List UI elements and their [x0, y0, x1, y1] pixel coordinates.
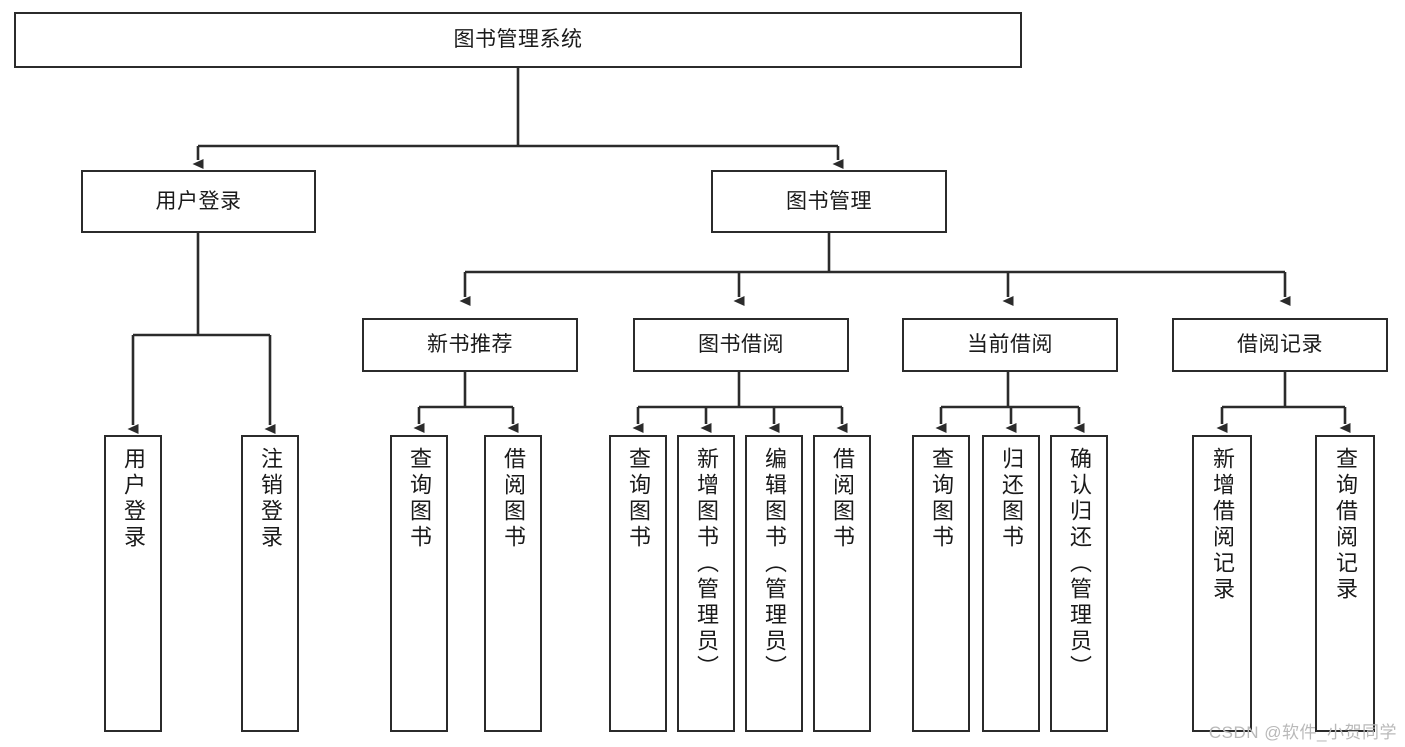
- node-leaf-borrow-book-1-label: 借阅图书: [501, 447, 526, 551]
- node-leaf-query-book-1[interactable]: 查询图书: [390, 435, 448, 732]
- node-new-book-rec[interactable]: 新书推荐: [362, 318, 578, 372]
- node-leaf-add-book[interactable]: 新增图书（管理员）: [677, 435, 735, 732]
- node-leaf-user-login-label: 用户登录: [121, 447, 146, 551]
- node-leaf-user-login[interactable]: 用户登录: [104, 435, 162, 732]
- node-leaf-borrow-book-2[interactable]: 借阅图书: [813, 435, 871, 732]
- node-new-book-rec-label: 新书推荐: [427, 333, 513, 357]
- node-borrow-record-label: 借阅记录: [1237, 333, 1323, 357]
- node-user-login-label: 用户登录: [155, 189, 242, 213]
- node-leaf-add-record-label: 新增借阅记录: [1210, 447, 1235, 603]
- node-leaf-borrow-book-2-label: 借阅图书: [830, 447, 855, 551]
- node-leaf-add-record[interactable]: 新增借阅记录: [1192, 435, 1252, 732]
- node-leaf-confirm-return-label: 确认归还（管理员）: [1067, 447, 1092, 681]
- node-leaf-borrow-book-1[interactable]: 借阅图书: [484, 435, 542, 732]
- node-current-borrow-label: 当前借阅: [967, 333, 1053, 357]
- node-leaf-logout[interactable]: 注销登录: [241, 435, 299, 732]
- node-leaf-query-book-1-label: 查询图书: [407, 447, 432, 551]
- node-book-manage-label: 图书管理: [786, 189, 872, 213]
- node-leaf-edit-book[interactable]: 编辑图书（管理员）: [745, 435, 803, 732]
- node-leaf-edit-book-label: 编辑图书（管理员）: [762, 447, 787, 681]
- node-leaf-query-book-3[interactable]: 查询图书: [912, 435, 970, 732]
- csdn-watermark: CSDN @软件_小贺同学: [1208, 723, 1397, 742]
- node-leaf-logout-label: 注销登录: [258, 447, 283, 551]
- node-leaf-query-book-2-label: 查询图书: [626, 447, 651, 551]
- node-leaf-query-book-2[interactable]: 查询图书: [609, 435, 667, 732]
- node-leaf-add-book-label: 新增图书（管理员）: [694, 447, 719, 681]
- node-leaf-query-record-label: 查询借阅记录: [1333, 447, 1358, 603]
- node-book-manage[interactable]: 图书管理: [711, 170, 947, 233]
- node-root[interactable]: 图书管理系统: [14, 12, 1022, 68]
- node-leaf-return-book[interactable]: 归还图书: [982, 435, 1040, 732]
- node-current-borrow[interactable]: 当前借阅: [902, 318, 1118, 372]
- node-leaf-confirm-return[interactable]: 确认归还（管理员）: [1050, 435, 1108, 732]
- node-leaf-return-book-label: 归还图书: [999, 447, 1024, 551]
- node-borrow-record[interactable]: 借阅记录: [1172, 318, 1388, 372]
- node-book-borrow[interactable]: 图书借阅: [633, 318, 849, 372]
- node-root-label: 图书管理系统: [453, 28, 583, 52]
- node-user-login[interactable]: 用户登录: [81, 170, 316, 233]
- node-leaf-query-record[interactable]: 查询借阅记录: [1315, 435, 1375, 732]
- node-leaf-query-book-3-label: 查询图书: [929, 447, 954, 551]
- node-book-borrow-label: 图书借阅: [698, 333, 784, 357]
